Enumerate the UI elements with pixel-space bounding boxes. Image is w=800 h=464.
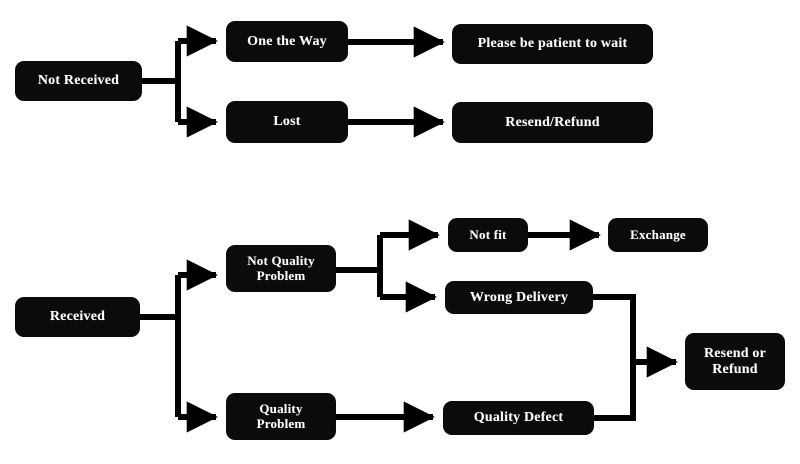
node-received[interactable]: Received [15, 297, 140, 337]
node-lost[interactable]: Lost [226, 101, 348, 143]
node-quality-defect[interactable]: Quality Defect [443, 401, 594, 435]
node-please-be-patient-to-wait[interactable]: Please be patient to wait [452, 24, 653, 64]
node-exchange[interactable]: Exchange [608, 218, 708, 252]
edge-wrong-delivery-to-merge [593, 294, 636, 362]
node-resend-refund[interactable]: Resend/Refund [452, 102, 653, 143]
node-quality-problem[interactable]: Quality Problem [226, 393, 336, 440]
node-wrong-delivery[interactable]: Wrong Delivery [445, 281, 593, 314]
node-not-quality-problem-line2: Problem [256, 267, 306, 283]
node-resend-or-refund[interactable]: Resend or Refund [685, 333, 785, 390]
node-not-fit[interactable]: Not fit [448, 218, 528, 252]
node-not-quality-problem-line1: Not Quality [247, 252, 315, 268]
node-quality-problem-line2: Problem [256, 415, 306, 431]
edge-quality-defect-to-merge [594, 362, 636, 421]
node-not-quality-problem[interactable]: Not Quality Problem [226, 245, 336, 292]
node-resend-or-refund-line2: Refund [712, 361, 758, 377]
node-resend-or-refund-line1: Resend or [703, 345, 767, 361]
node-not-received[interactable]: Not Received [15, 61, 142, 101]
node-on-the-way[interactable]: One the Way [226, 21, 348, 62]
node-quality-problem-line1: Quality [259, 400, 303, 416]
